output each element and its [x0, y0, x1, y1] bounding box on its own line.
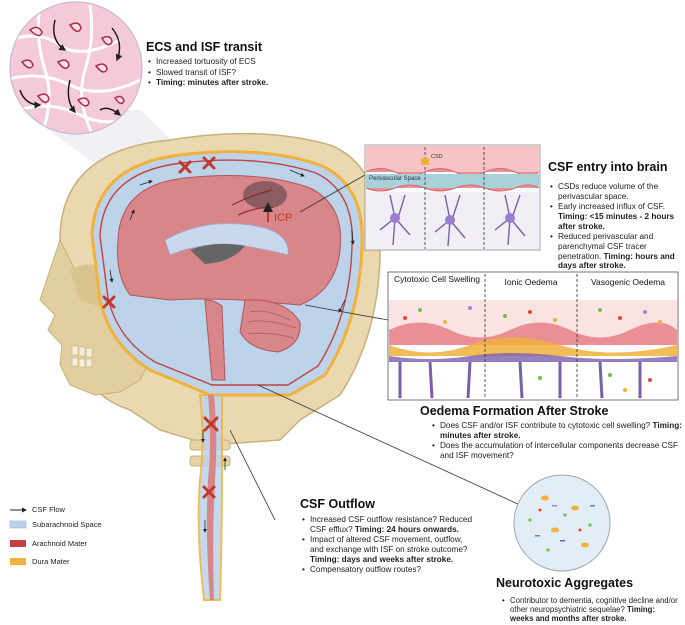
- legend-subarachnoid: Subarachnoid Space: [32, 520, 102, 529]
- csf-entry-bullet: CSDs reduce volume of the perivascular s…: [550, 182, 683, 201]
- oedema-inset: [387, 271, 679, 401]
- oedema-label-vasogenic: Vasogenic Oedema: [590, 277, 666, 287]
- csf-outflow-section: CSF Outflow Increased CSF outflow resist…: [300, 497, 472, 576]
- ecs-bullet: Timing: minutes after stroke.: [148, 78, 346, 88]
- csf-entry-inset: [364, 144, 541, 251]
- legend-graphics: [9, 507, 27, 565]
- oedema-title: Oedema Formation After Stroke: [420, 404, 609, 418]
- spinal-cord: [197, 394, 224, 601]
- neurotoxic-title: Neurotoxic Aggregates: [496, 576, 634, 590]
- perivascular-space-label: Perivascular Space: [369, 176, 421, 182]
- blockage-x-icons: [102, 156, 219, 499]
- neurotoxic-bullet: Contributor to dementia, cognitive decli…: [502, 596, 680, 624]
- ecs-bullet: Increased tortuosity of ECS: [148, 57, 346, 67]
- legend-arachnoid: Arachnoid Mater: [32, 539, 88, 548]
- csf-entry-bullets: CSDs reduce volume of the perivascular s…: [548, 182, 683, 271]
- icp-label: ICP: [274, 212, 293, 224]
- csf-entry-title: CSF entry into brain: [548, 160, 668, 174]
- oedema-label-ionic: Ionic Oedema: [504, 277, 558, 287]
- csf-entry-bullet: Early increased influx of CSF. Timing: <…: [550, 202, 683, 231]
- oedema-section: Oedema Formation After Stroke Does CSF a…: [420, 404, 682, 462]
- csd-label: CSD: [431, 154, 443, 160]
- csf-outflow-bullet: Compensatory outflow routes?: [302, 565, 472, 575]
- neurotoxic-section: Neurotoxic Aggregates: [496, 576, 681, 590]
- legend-dura: Dura Mater: [32, 557, 70, 566]
- legend-csf-flow: CSF Flow: [32, 505, 65, 514]
- ecs-section: ECS and ISF transit Increased tortuosity…: [146, 40, 346, 89]
- neurotoxic-bullets: Contributor to dementia, cognitive decli…: [500, 596, 680, 624]
- csf-entry-bullet: Reduced perivascular and parenchymal CSF…: [550, 232, 683, 271]
- csf-outflow-bullet: Increased CSF outflow resistance? Reduce…: [302, 515, 472, 534]
- brain: [117, 175, 342, 381]
- ecs-bullets: Increased tortuosity of ECS Slowed trans…: [146, 57, 346, 88]
- neurotoxic-circle: [513, 474, 611, 572]
- oedema-bullets: Does CSF and/or ISF contribute to cytoto…: [430, 421, 682, 461]
- csf-outflow-title: CSF Outflow: [300, 497, 375, 511]
- csf-outflow-bullet: Impact of altered CSF movement, outflow,…: [302, 535, 472, 564]
- oedema-bullet: Does the accumulation of intercellular c…: [432, 441, 682, 460]
- csf-outflow-bullets: Increased CSF outflow resistance? Reduce…: [300, 515, 472, 575]
- ecs-magnified-circle: [9, 1, 143, 135]
- csf-entry-section: CSF entry into brain CSDs reduce volume …: [548, 160, 683, 272]
- oedema-label-cytotoxic: Cytotoxic Cell Swelling: [394, 274, 480, 284]
- neurotoxic-text: Contributor to dementia, cognitive decli…: [500, 596, 680, 625]
- ecs-bullet: Slowed transit of ISF?: [148, 68, 346, 78]
- ecs-title: ECS and ISF transit: [146, 40, 262, 54]
- oedema-bullet: Does CSF and/or ISF contribute to cytoto…: [432, 421, 682, 440]
